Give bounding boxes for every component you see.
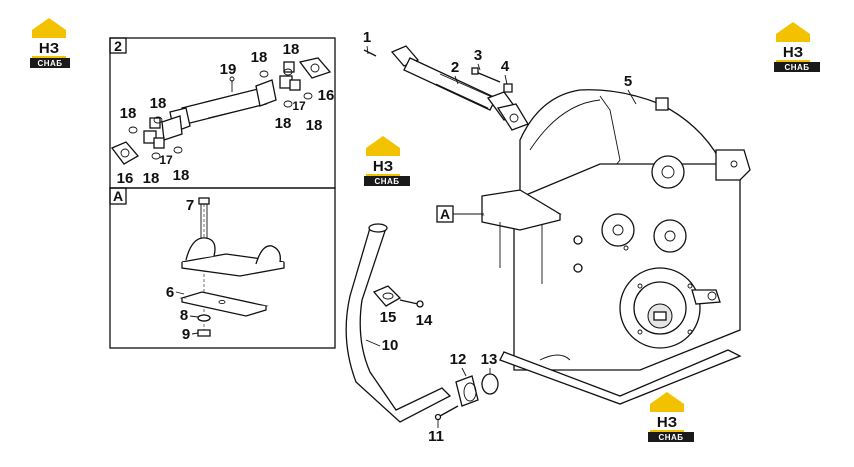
label-part-19: 19 (220, 61, 237, 78)
logo-top-right: НЗ СНАБ (774, 22, 820, 72)
drive-shaft-assembly (363, 45, 529, 131)
label-part-4: 4 (501, 58, 510, 75)
label-part-17: 17 (292, 99, 306, 113)
label-part-16: 16 (117, 170, 134, 187)
gearbox-housing (481, 89, 751, 405)
svg-text:НЗ: НЗ (783, 44, 803, 61)
svg-text:НЗ: НЗ (657, 414, 677, 431)
label-part-18: 18 (120, 105, 137, 122)
label-part-18: 18 (150, 95, 167, 112)
svg-text:СНАБ: СНАБ (37, 59, 62, 68)
label-part-9: 9 (182, 326, 190, 343)
detail-frame-a: A (109, 187, 336, 349)
label-part-8: 8 (180, 307, 188, 324)
label-part-18: 18 (275, 115, 292, 132)
svg-text:A: A (440, 206, 450, 222)
callout-a: A (436, 205, 484, 223)
label-part-16: 16 (318, 87, 335, 104)
label-part-18: 18 (143, 170, 160, 187)
label-part-18: 18 (251, 49, 268, 66)
label-part-1: 1 (363, 29, 371, 46)
mounting-bracket-detail (179, 197, 285, 337)
label-part-5: 5 (624, 73, 632, 90)
label-part-15: 15 (380, 309, 397, 326)
svg-text:A: A (113, 188, 123, 204)
label-part-18: 18 (283, 41, 300, 58)
label-part-13: 13 (481, 351, 498, 368)
svg-text:НЗ: НЗ (39, 40, 59, 57)
svg-text:СНАБ: СНАБ (658, 433, 683, 442)
label-part-18: 18 (306, 117, 323, 134)
logo-center: НЗ СНАБ (364, 136, 410, 186)
label-part-18: 18 (173, 167, 190, 184)
label-part-11: 11 (428, 428, 444, 445)
svg-text:НЗ: НЗ (373, 158, 393, 175)
svg-text:СНАБ: СНАБ (784, 63, 809, 72)
pipe-clamp (372, 285, 424, 308)
svg-text:СНАБ: СНАБ (374, 177, 399, 186)
oil-pipe (345, 223, 452, 423)
svg-text:2: 2 (114, 38, 122, 54)
label-part-2: 2 (451, 59, 459, 76)
logo-top-left: НЗ СНАБ (30, 18, 70, 68)
label-part-12: 12 (450, 351, 467, 368)
label-part-3: 3 (474, 47, 482, 64)
label-part-14: 14 (416, 312, 433, 329)
label-part-10: 10 (382, 337, 399, 354)
label-part-7: 7 (186, 197, 194, 214)
logo-bottom-right: НЗ СНАБ (648, 392, 694, 442)
label-part-17: 17 (159, 153, 173, 167)
ujoint-shaft-detail (110, 57, 332, 165)
pipe-flange (434, 373, 499, 421)
label-part-6: 6 (166, 284, 174, 301)
